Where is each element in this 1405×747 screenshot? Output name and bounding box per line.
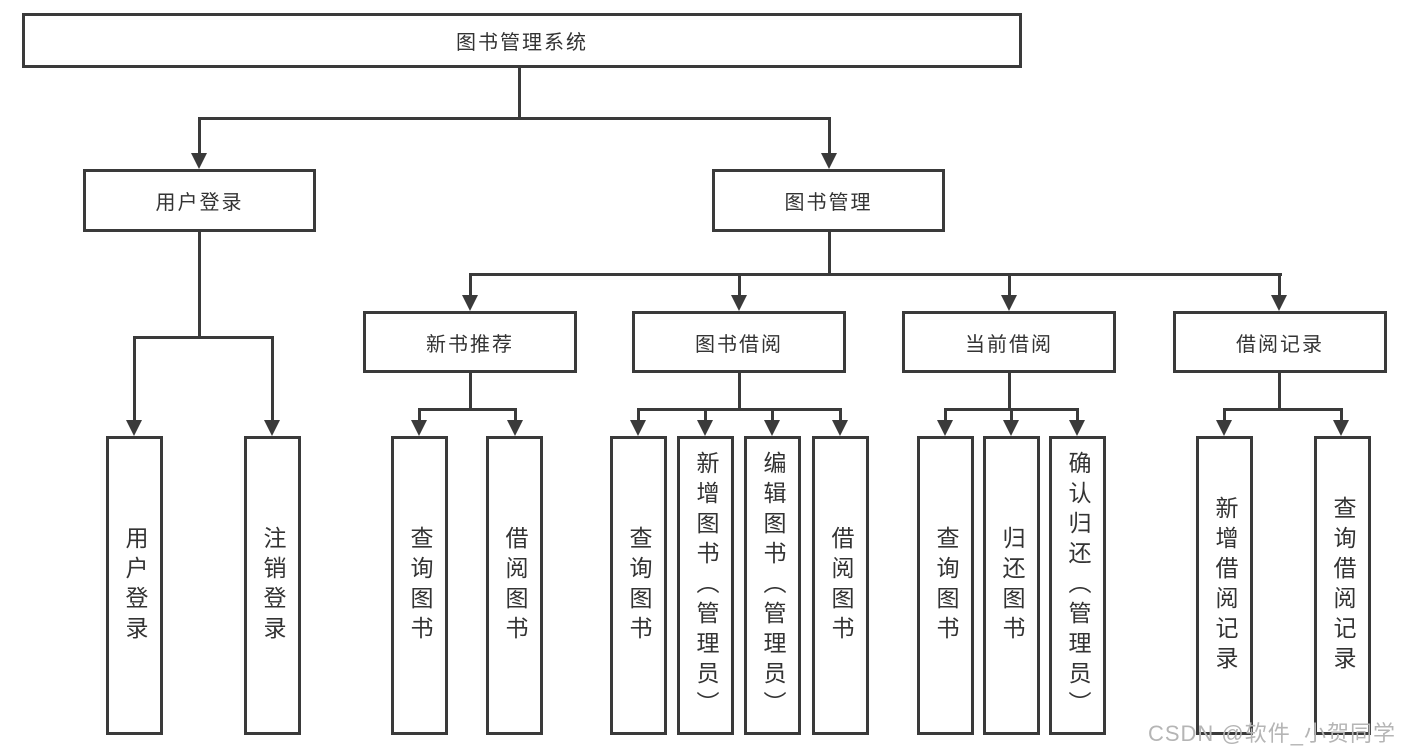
connector-line bbox=[198, 117, 831, 120]
arrow-down-icon bbox=[630, 420, 646, 436]
node-leaf-query-books-recommend-label: 查询图书 bbox=[407, 525, 433, 646]
node-leaf-user-login-label: 用户登录 bbox=[122, 525, 148, 646]
arrow-down-icon bbox=[764, 420, 780, 436]
connector-line bbox=[638, 408, 842, 411]
node-leaf-query-borrow-record: 查询借阅记录 bbox=[1314, 436, 1371, 735]
node-leaf-add-borrow-record-label: 新增借阅记录 bbox=[1212, 495, 1238, 676]
arrow-down-icon bbox=[937, 420, 953, 436]
connector-line bbox=[469, 273, 1282, 276]
connector-line bbox=[828, 117, 831, 153]
node-leaf-return-books: 归还图书 bbox=[983, 436, 1040, 735]
connector-line bbox=[1340, 408, 1343, 420]
node-leaf-query-books-borrowing: 查询图书 bbox=[610, 436, 667, 735]
connector-line bbox=[418, 408, 517, 411]
connector-line bbox=[418, 408, 421, 420]
node-leaf-add-books-admin: 新增图书（管理员） bbox=[677, 436, 734, 735]
node-leaf-logout-label: 注销登录 bbox=[260, 525, 286, 646]
connector-line bbox=[828, 232, 831, 273]
connector-line bbox=[1223, 408, 1343, 411]
arrow-down-icon bbox=[462, 295, 478, 311]
arrow-down-icon bbox=[1001, 295, 1017, 311]
node-leaf-query-borrow-record-label: 查询借阅记录 bbox=[1330, 495, 1356, 676]
node-leaf-borrow-books-recommend: 借阅图书 bbox=[486, 436, 543, 735]
node-leaf-add-borrow-record: 新增借阅记录 bbox=[1196, 436, 1253, 735]
node-leaf-add-books-admin-label: 新增图书（管理员） bbox=[693, 450, 719, 721]
connector-line bbox=[1278, 273, 1281, 295]
node-book-management-branch: 图书管理 bbox=[712, 169, 945, 232]
watermark: CSDN @软件_小贺同学 bbox=[1147, 721, 1396, 746]
connector-line bbox=[771, 408, 774, 420]
node-leaf-confirm-return-admin: 确认归还（管理员） bbox=[1049, 436, 1106, 735]
connector-line bbox=[704, 408, 707, 420]
arrow-down-icon bbox=[126, 420, 142, 436]
arrow-down-icon bbox=[1069, 420, 1085, 436]
connector-line bbox=[469, 373, 472, 408]
node-library-system: 图书管理系统 bbox=[22, 13, 1022, 68]
connector-line bbox=[637, 408, 640, 420]
connector-line bbox=[738, 373, 741, 408]
arrow-down-icon bbox=[1216, 420, 1232, 436]
node-leaf-borrow-books-borrowing: 借阅图书 bbox=[812, 436, 869, 735]
node-book-borrowing-label: 图书借阅 bbox=[695, 333, 783, 356]
node-current-borrowing: 当前借阅 bbox=[902, 311, 1116, 373]
arrow-down-icon bbox=[411, 420, 427, 436]
connector-line bbox=[1223, 408, 1226, 420]
node-book-borrowing: 图书借阅 bbox=[632, 311, 846, 373]
node-leaf-confirm-return-admin-label: 确认归还（管理员） bbox=[1065, 450, 1091, 721]
node-borrowing-records-label: 借阅记录 bbox=[1236, 333, 1324, 356]
node-leaf-borrow-books-recommend-label: 借阅图书 bbox=[502, 525, 528, 646]
connector-line bbox=[133, 336, 136, 420]
connector-line bbox=[469, 273, 472, 295]
node-borrowing-records: 借阅记录 bbox=[1173, 311, 1387, 373]
node-new-book-recommend-label: 新书推荐 bbox=[426, 333, 514, 356]
arrow-down-icon bbox=[1003, 420, 1019, 436]
node-current-borrowing-label: 当前借阅 bbox=[965, 333, 1053, 356]
node-leaf-return-books-label: 归还图书 bbox=[999, 525, 1025, 646]
connector-line bbox=[514, 408, 517, 420]
node-user-login-branch: 用户登录 bbox=[83, 169, 316, 232]
node-leaf-logout: 注销登录 bbox=[244, 436, 301, 735]
node-new-book-recommend: 新书推荐 bbox=[363, 311, 577, 373]
node-book-management-branch-label: 图书管理 bbox=[784, 192, 873, 214]
node-leaf-edit-books-admin-label: 编辑图书（管理员） bbox=[760, 450, 786, 721]
arrow-down-icon bbox=[507, 420, 523, 436]
node-user-login-branch-label: 用户登录 bbox=[155, 192, 244, 214]
node-leaf-query-books-recommend: 查询图书 bbox=[391, 436, 448, 735]
arrow-down-icon bbox=[697, 420, 713, 436]
arrow-down-icon bbox=[821, 153, 837, 169]
node-library-system-label: 图书管理系统 bbox=[456, 32, 588, 54]
node-leaf-user-login: 用户登录 bbox=[106, 436, 163, 735]
arrow-down-icon bbox=[191, 153, 207, 169]
arrow-down-icon bbox=[264, 420, 280, 436]
node-leaf-edit-books-admin: 编辑图书（管理员） bbox=[744, 436, 801, 735]
connector-line bbox=[133, 336, 274, 339]
node-leaf-query-books-current-label: 查询图书 bbox=[933, 525, 959, 646]
arrow-down-icon bbox=[1271, 295, 1287, 311]
arrow-down-icon bbox=[1333, 420, 1349, 436]
connector-line bbox=[944, 408, 947, 420]
connector-line bbox=[198, 232, 201, 336]
connector-line bbox=[198, 117, 201, 153]
connector-line bbox=[1008, 373, 1011, 408]
connector-line bbox=[271, 336, 274, 420]
connector-line bbox=[1076, 408, 1079, 420]
connector-line bbox=[518, 68, 521, 117]
node-leaf-query-books-borrowing-label: 查询图书 bbox=[626, 525, 652, 646]
connector-line bbox=[1008, 273, 1011, 295]
connector-line bbox=[738, 273, 741, 295]
arrow-down-icon bbox=[832, 420, 848, 436]
node-leaf-borrow-books-borrowing-label: 借阅图书 bbox=[828, 525, 854, 646]
connector-line bbox=[839, 408, 842, 420]
connector-line bbox=[1010, 408, 1013, 420]
arrow-down-icon bbox=[731, 295, 747, 311]
node-leaf-query-books-current: 查询图书 bbox=[917, 436, 974, 735]
connector-line bbox=[1278, 373, 1281, 408]
